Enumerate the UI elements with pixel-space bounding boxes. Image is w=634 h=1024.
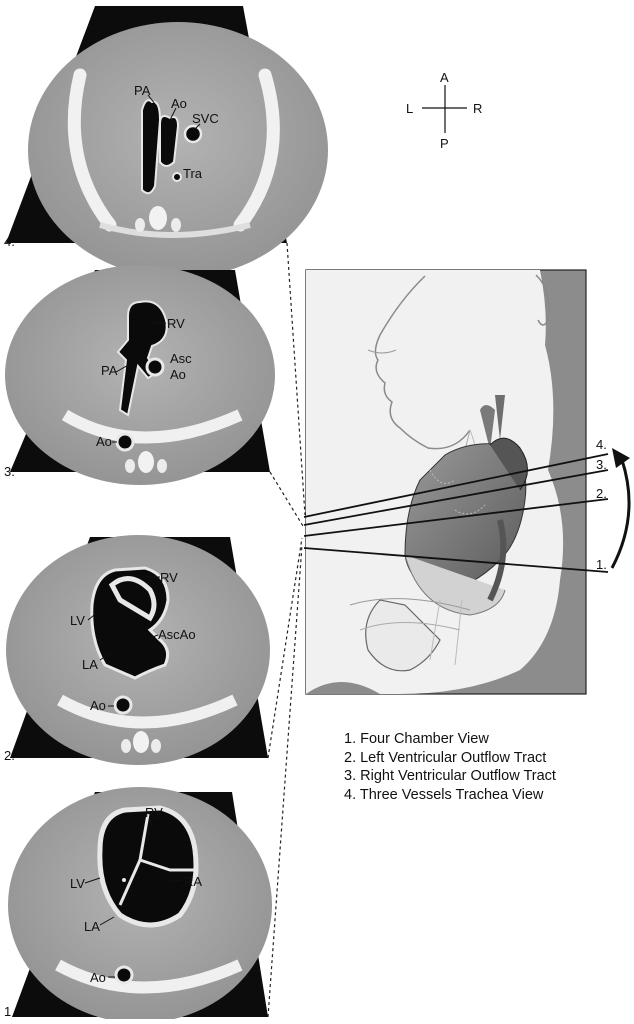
sweep-arrow — [612, 448, 630, 568]
legend-item-lvot: 2. Left Ventricular Outflow Tract — [344, 749, 556, 768]
panel-2-label-ascao: AscAo — [158, 627, 196, 642]
panel-1-label-rv: RV — [145, 805, 163, 820]
panel-2-label-lv: LV — [70, 613, 85, 628]
orientation-posterior: P — [440, 136, 449, 151]
plane-label-1: 1. — [596, 557, 607, 572]
panel-4-label-pa: PA — [134, 83, 151, 98]
panel-4-label-tra: Tra — [183, 166, 203, 181]
panel-2-label-ao: Ao — [90, 698, 106, 713]
panel-2-label-la: LA — [82, 657, 98, 672]
panel-4-number: 4. — [4, 234, 15, 249]
plane-label-4: 4. — [596, 437, 607, 452]
panel-3-number: 3. — [4, 464, 15, 479]
panel-4-ultrasound: PA Ao SVC Tra — [6, 6, 328, 278]
view-legend: 1. Four Chamber View 2. Left Ventricular… — [344, 730, 556, 804]
panel-1-label-la: LA — [84, 919, 100, 934]
panel-3-label-asc-ao: Ao — [170, 367, 186, 382]
panel-1-ultrasound: RV LV RA LA Ao — [8, 787, 272, 1019]
panel-4-label-ao: Ao — [171, 96, 187, 111]
panel-2-ultrasound: RV LV AscAo LA Ao — [6, 535, 270, 765]
legend-item-four-chamber: 1. Four Chamber View — [344, 730, 556, 749]
panel-3-label-asc: Asc — [170, 351, 192, 366]
panel-2-number: 2. — [4, 748, 15, 763]
orientation-right: R — [473, 101, 482, 116]
panel-3-ultrasound: RV PA Asc Ao Ao — [5, 265, 275, 485]
legend-item-rvot: 3. Right Ventricular Outflow Tract — [344, 767, 556, 786]
panel-1-label-ra: RA — [184, 874, 202, 889]
orientation-left: L — [406, 101, 413, 116]
panel-1-number: 1 — [4, 1004, 11, 1019]
orientation-anterior: A — [440, 70, 449, 85]
panel-2-label-rv: RV — [160, 570, 178, 585]
legend-item-3vt: 4. Three Vessels Trachea View — [344, 786, 556, 805]
plane-label-2: 2. — [596, 486, 607, 501]
panel-4-label-svc: SVC — [192, 111, 219, 126]
panel-1-label-ao: Ao — [90, 970, 106, 985]
orientation-compass: A P L R — [406, 70, 482, 151]
panel-3-label-pa: PA — [101, 363, 118, 378]
panel-1-label-lv: LV — [70, 876, 85, 891]
panel-3-label-ao: Ao — [96, 434, 112, 449]
plane-label-3: 3. — [596, 457, 607, 472]
panel-3-label-rv: RV — [167, 316, 185, 331]
